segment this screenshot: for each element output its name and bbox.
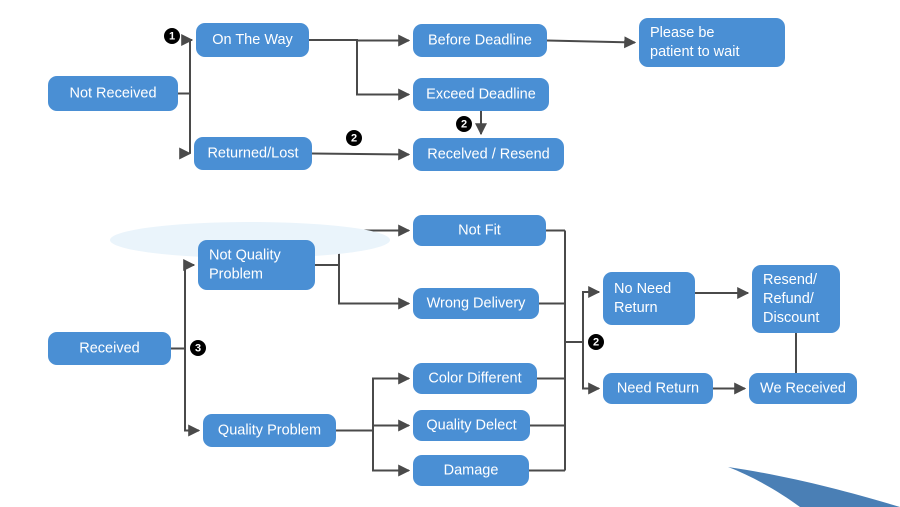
node-box xyxy=(203,414,336,447)
edge-not-received-to-returned-lost xyxy=(178,92,196,155)
node-label: Received xyxy=(79,340,139,356)
node-received-resend[interactable]: Recelved / Resend xyxy=(413,138,564,171)
node-received[interactable]: Received xyxy=(48,332,171,365)
node-wrong-delivery[interactable]: Wrong Delivery xyxy=(413,288,539,319)
badge-number: 2 xyxy=(593,337,599,349)
node-box xyxy=(48,76,178,111)
badge-badge-3-received: 3 xyxy=(190,340,206,356)
node-box xyxy=(413,78,549,111)
node-label: Quality Problem xyxy=(218,422,321,438)
node-label: Problem xyxy=(209,266,263,282)
node-label: Wrong Delivery xyxy=(427,295,527,311)
node-label: Not Quality xyxy=(209,247,281,263)
node-label: Discount xyxy=(763,310,819,326)
node-box xyxy=(749,373,857,404)
node-label: Quality Delect xyxy=(426,417,516,433)
node-label: patient to wait xyxy=(650,44,739,60)
badge-badge-1-not-received: 1 xyxy=(164,28,180,44)
node-returned-lost[interactable]: Returned/Lost xyxy=(194,137,312,170)
node-box xyxy=(198,240,315,290)
badge-number: 2 xyxy=(351,133,357,145)
node-quality-delect[interactable]: Quality Delect xyxy=(413,410,530,441)
node-box xyxy=(196,23,309,57)
node-label: Not Received xyxy=(69,85,156,101)
edge-returned-lost-to-received-resend xyxy=(311,148,411,161)
node-box xyxy=(603,272,695,325)
badge-circle xyxy=(456,116,472,132)
node-label: Resend/ xyxy=(763,272,818,288)
node-label: Before Deadline xyxy=(428,32,532,48)
node-label: Color Different xyxy=(428,370,521,386)
badge-badge-2-return-split: 2 xyxy=(588,334,604,350)
node-label: On The Way xyxy=(212,32,293,48)
node-on-the-way[interactable]: On The Way xyxy=(196,23,309,57)
edge-quality-problem-to-damage xyxy=(336,429,411,477)
node-box xyxy=(413,288,539,319)
node-box xyxy=(413,410,530,441)
node-box xyxy=(413,455,529,486)
node-need-return[interactable]: Need Return xyxy=(603,373,713,404)
badge-number: 2 xyxy=(461,119,467,131)
badge-circle xyxy=(164,28,180,44)
node-box xyxy=(603,373,713,404)
node-exceed-deadline[interactable]: Exceed Deadline xyxy=(413,78,549,111)
node-label: Need Return xyxy=(617,380,699,396)
node-label: No Need xyxy=(614,281,671,297)
node-color-different[interactable]: Color Different xyxy=(413,363,537,394)
badge-circle xyxy=(588,334,604,350)
node-resend-refund-discount[interactable]: Resend/Refund/Discount xyxy=(752,265,840,333)
edge-on-the-way-to-exceed-deadline xyxy=(309,39,411,101)
node-box xyxy=(413,363,537,394)
node-label: Exceed Deadline xyxy=(426,86,536,102)
edge-before-deadline-to-please-be-patient xyxy=(546,36,637,49)
node-label: Returned/Lost xyxy=(207,145,298,161)
node-label: Damage xyxy=(444,462,499,478)
badge-number: 1 xyxy=(169,31,175,43)
node-before-deadline[interactable]: Before Deadline xyxy=(413,24,547,57)
node-not-fit[interactable]: Not Fit xyxy=(413,215,546,246)
node-box xyxy=(639,18,785,67)
node-please-be-patient[interactable]: Please be patient to wait xyxy=(639,18,785,67)
node-label: Return xyxy=(614,300,658,316)
badge-number: 3 xyxy=(195,343,201,355)
node-box xyxy=(48,332,171,365)
badge-circle xyxy=(190,340,206,356)
node-label: We Received xyxy=(760,380,846,396)
node-box xyxy=(413,24,547,57)
badge-badge-2-returned-lost: 2 xyxy=(346,130,362,146)
node-box xyxy=(413,138,564,171)
node-box xyxy=(752,265,840,333)
decorative-swoosh xyxy=(728,467,900,507)
node-label: Not Fit xyxy=(458,222,501,238)
node-quality-problem[interactable]: Quality Problem xyxy=(203,414,336,447)
node-we-received[interactable]: We Received xyxy=(749,373,857,404)
edge-received-to-quality-problem xyxy=(171,347,201,437)
edge-not-quality-problem-to-wrong-delivery xyxy=(315,264,411,310)
badge-badge-2-exceed-deadline: 2 xyxy=(456,116,472,132)
node-damage[interactable]: Damage xyxy=(413,455,529,486)
node-label: Recelved / Resend xyxy=(427,146,550,162)
edge-merge-to-need-return xyxy=(565,341,601,395)
badge-circle xyxy=(346,130,362,146)
node-not-received[interactable]: Not Received xyxy=(48,76,178,111)
node-label: Please be xyxy=(650,25,715,41)
node-box xyxy=(413,215,546,246)
badges-group: 1 2 2 3 2 xyxy=(164,28,604,356)
node-label: Refund/ xyxy=(763,291,815,307)
node-box xyxy=(194,137,312,170)
